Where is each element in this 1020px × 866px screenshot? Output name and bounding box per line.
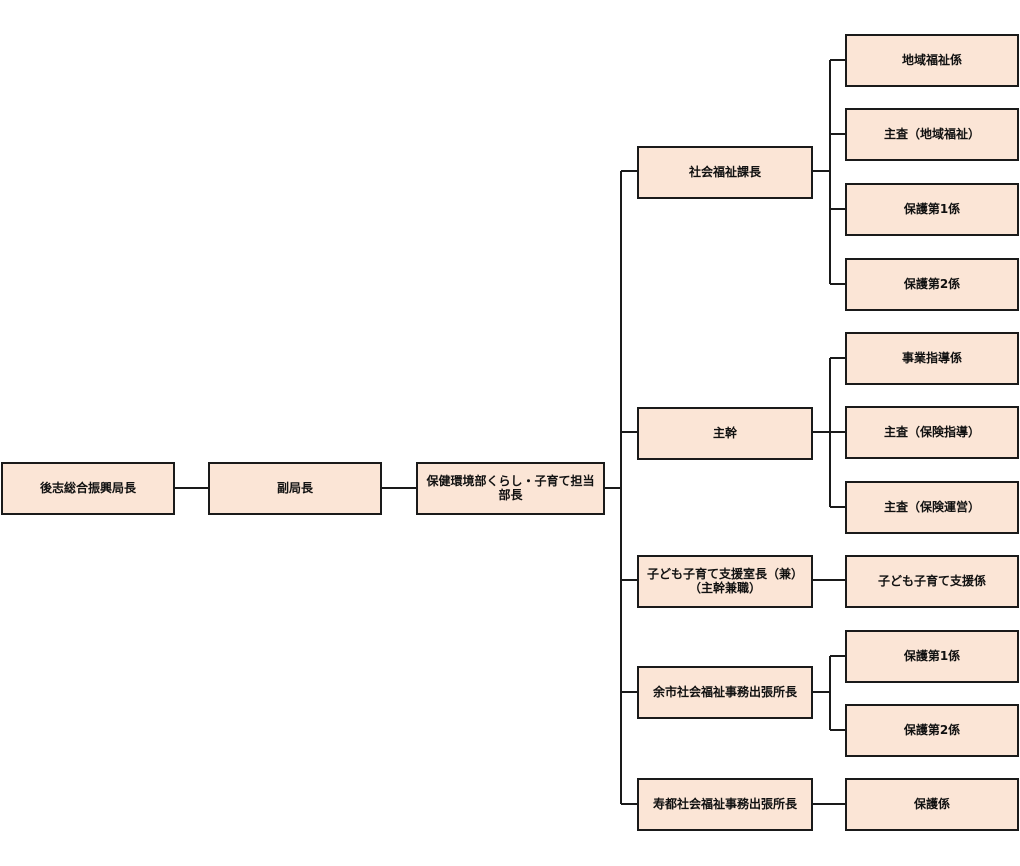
node-section-chief: 主幹 (637, 407, 813, 460)
node-unit: 主査（地域福祉） (845, 108, 1019, 161)
node-unit-label: 地域福祉係 (901, 52, 962, 67)
node-dept-head-label: 保健環境部くらし・子育て担当部長 (426, 473, 595, 502)
node-unit: 保護第1係 (845, 183, 1019, 236)
node-director-label: 後志総合振興局長 (39, 480, 136, 495)
node-section-suttsu: 寿都社会福祉事務出張所長 (637, 778, 813, 831)
node-dept-head: 保健環境部くらし・子育て担当部長 (416, 462, 605, 515)
node-unit-label: 主査（保険運営） (883, 499, 980, 514)
node-unit-label: 主査（地域福祉） (883, 126, 980, 141)
node-unit: 保護係 (845, 778, 1019, 831)
node-section-label: 社会福祉課長 (688, 164, 761, 179)
node-unit: 事業指導係 (845, 332, 1019, 385)
node-section-social-welfare: 社会福祉課長 (637, 146, 813, 199)
node-deputy: 副局長 (208, 462, 382, 515)
node-unit-label: 子ども子育て支援係 (877, 573, 986, 588)
node-unit: 子ども子育て支援係 (845, 555, 1019, 608)
node-unit-label: 保護第2係 (903, 276, 961, 291)
node-section-label: 余市社会福祉事務出張所長 (652, 684, 797, 699)
node-section-label: 主幹 (712, 425, 737, 440)
node-unit: 主査（保険指導） (845, 406, 1019, 459)
node-unit-label: 保護第2係 (903, 722, 961, 737)
node-unit: 主査（保険運営） (845, 481, 1019, 534)
node-section-yoichi: 余市社会福祉事務出張所長 (637, 666, 813, 719)
node-section-childcare: 子ども子育て支援室長（兼）（主幹兼職） (637, 555, 813, 608)
node-unit: 保護第2係 (845, 258, 1019, 311)
node-section-label: 子ども子育て支援室長（兼）（主幹兼職） (646, 566, 803, 595)
node-unit-label: 保護第1係 (903, 648, 961, 663)
node-unit-label: 保護第1係 (903, 201, 961, 216)
node-unit: 地域福祉係 (845, 34, 1019, 87)
node-unit-label: 保護係 (913, 796, 950, 811)
node-unit: 保護第2係 (845, 704, 1019, 757)
node-unit: 保護第1係 (845, 630, 1019, 683)
node-unit-label: 事業指導係 (901, 350, 962, 365)
node-unit-label: 主査（保険指導） (883, 424, 980, 439)
node-deputy-label: 副局長 (276, 480, 313, 495)
node-director: 後志総合振興局長 (1, 462, 175, 515)
node-section-label: 寿都社会福祉事務出張所長 (652, 796, 797, 811)
